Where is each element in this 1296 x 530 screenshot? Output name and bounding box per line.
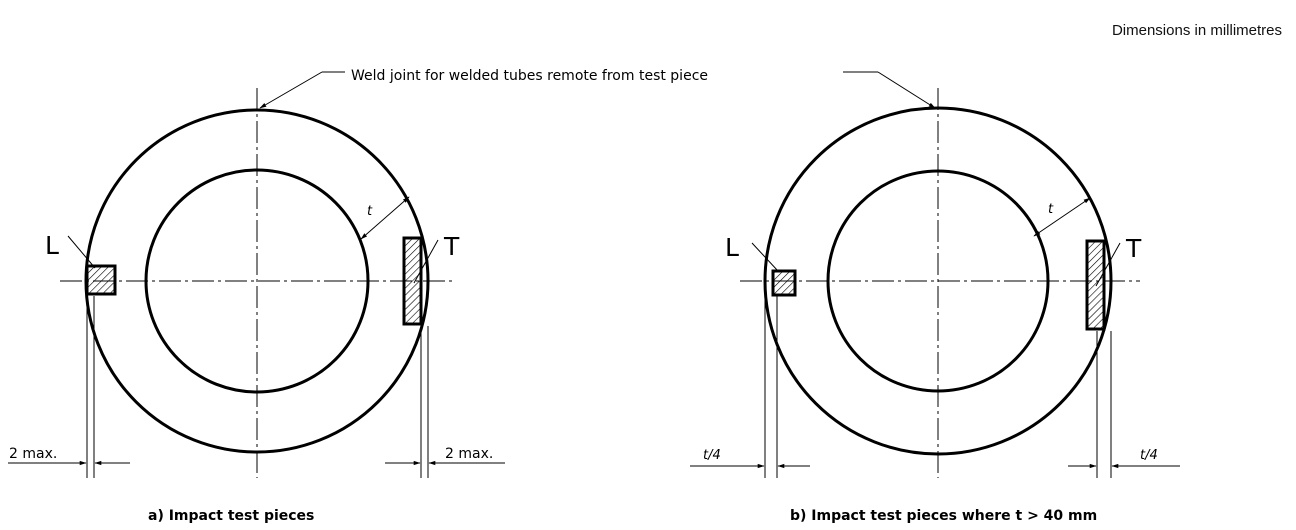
label-T-a: T: [443, 232, 460, 261]
specimen-L-a: [85, 264, 117, 296]
dim-label-left-b: t/4: [703, 448, 721, 463]
weld-leader-b-arrow: [877, 71, 936, 109]
thickness-dim-a: [360, 196, 410, 240]
units-note: Dimensions in millimetres: [1111, 22, 1282, 39]
weld-joint-callout: Weld joint for welded tubes remote from …: [259, 68, 936, 109]
weld-joint-label: Weld joint for welded tubes remote from …: [351, 68, 708, 84]
caption-b: b) Impact test pieces where t > 40 mm: [790, 508, 1097, 524]
leader-L-b: [751, 242, 779, 272]
label-L-b: L: [725, 233, 739, 262]
label-T-b: T: [1125, 234, 1142, 263]
thickness-label-a: t: [367, 204, 373, 219]
figure-b: L T t t/4 t/4 b) Impact test pieces wher…: [690, 88, 1180, 524]
caption-a: a) Impact test pieces: [148, 508, 314, 524]
figure-a: L T t 2 max. 2 max. a) Impact test piece…: [8, 88, 505, 524]
specimen-L-b: [771, 269, 797, 297]
specimen-T-a: [402, 236, 423, 326]
specimen-T-b: [1085, 239, 1106, 331]
label-L-a: L: [45, 231, 59, 260]
leader-T-b: [1095, 242, 1121, 287]
thickness-dim-b: [1033, 197, 1091, 237]
weld-leader-a-arrow: [259, 71, 323, 109]
dim-label-left-a: 2 max.: [9, 446, 57, 462]
leader-T-a: [413, 239, 439, 284]
dim-label-right-b: t/4: [1140, 448, 1158, 463]
leader-L-a: [67, 235, 96, 269]
thickness-label-b: t: [1048, 202, 1054, 217]
dim-label-right-a: 2 max.: [445, 446, 493, 462]
